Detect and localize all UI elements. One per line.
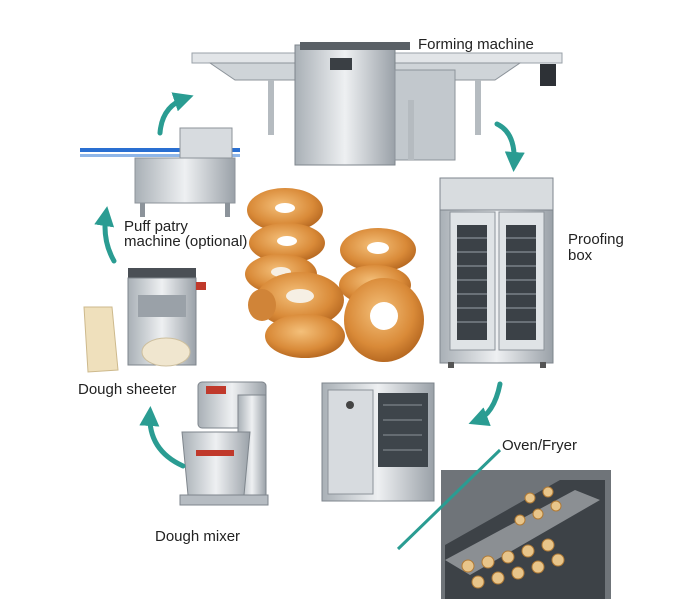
fryer-line-icon bbox=[441, 470, 611, 599]
forming-machine-label: Forming machine bbox=[418, 36, 534, 53]
donuts-icon bbox=[245, 188, 424, 362]
rotary-oven-icon bbox=[321, 382, 435, 502]
arrow-sheeter-to-puff bbox=[94, 206, 117, 264]
puff-pastry-label-line1: Puff patry bbox=[124, 218, 188, 235]
puff-pastry-machine-icon bbox=[80, 127, 240, 217]
arrow-puff-to-forming bbox=[157, 92, 194, 136]
oven-to-fryer-pointer bbox=[396, 448, 502, 551]
proofing-box-label-line1: Proofing bbox=[568, 231, 624, 248]
puff-pastry-label-line2: machine (optional) bbox=[124, 233, 248, 250]
dough-sheeter-icon bbox=[83, 268, 206, 373]
arrow-proofing-to-oven bbox=[468, 381, 503, 426]
dough-sheeter-label: Dough sheeter bbox=[78, 381, 177, 398]
arrow-forming-to-proofing bbox=[494, 121, 525, 172]
forming-machine-icon bbox=[191, 42, 563, 166]
flow-arrows bbox=[94, 92, 525, 469]
dough-mixer-label: Dough mixer bbox=[155, 528, 241, 545]
oven-fryer-label: Oven/Fryer bbox=[502, 437, 578, 454]
dough-mixer-icon bbox=[179, 381, 269, 506]
arrow-mixer-to-sheeter bbox=[139, 406, 186, 469]
proofing-box-icon bbox=[439, 177, 554, 368]
proofing-box-label-line2: box bbox=[568, 247, 593, 264]
